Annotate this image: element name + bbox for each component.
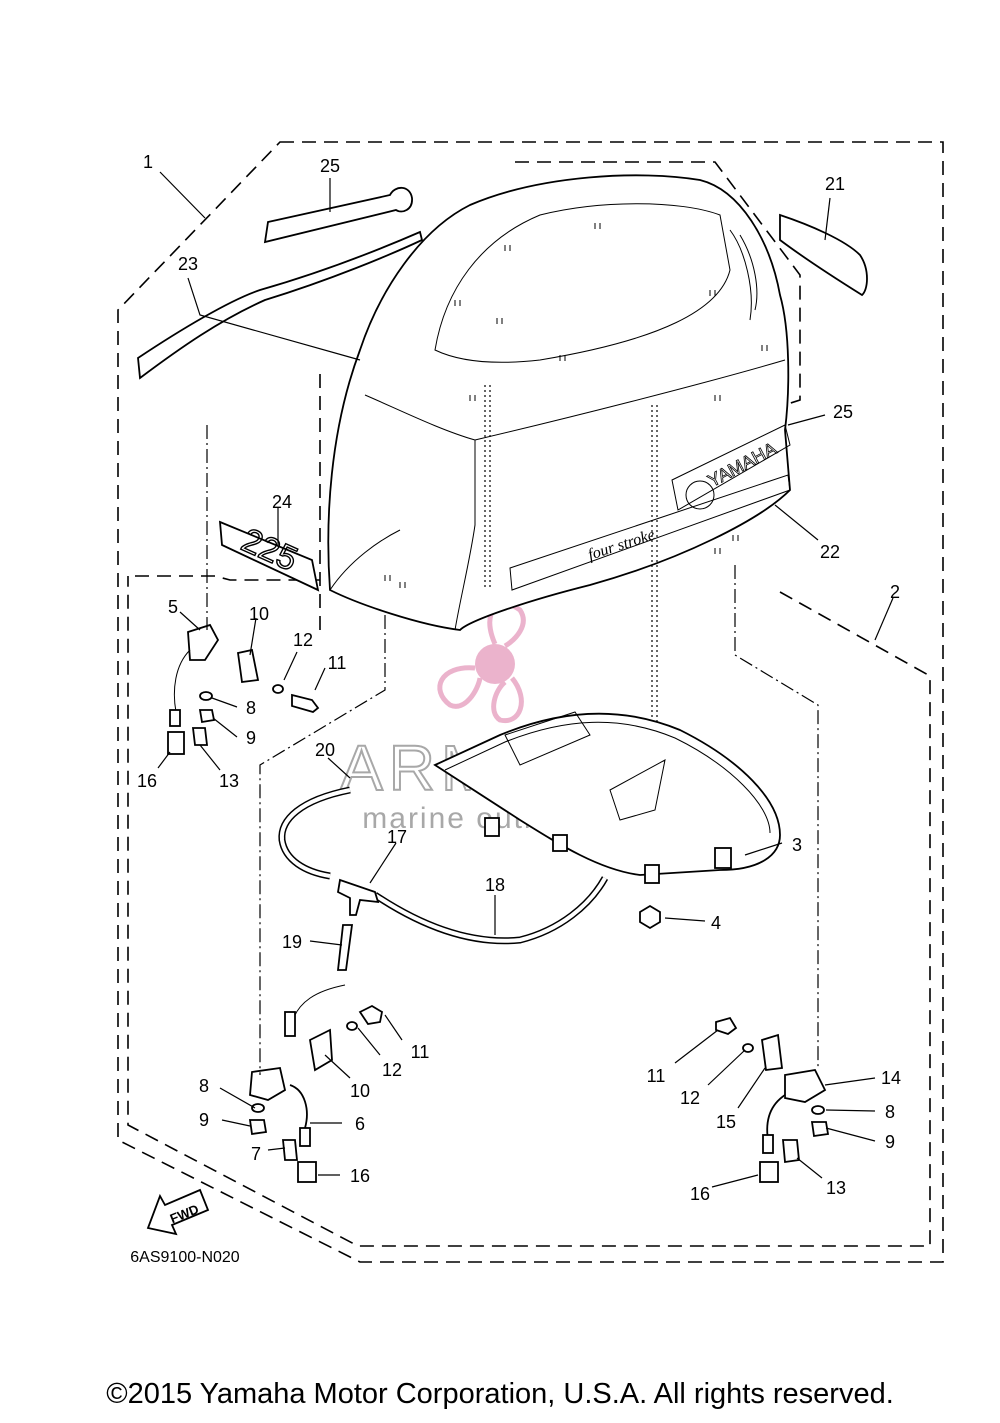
hose-20-inner (279, 788, 351, 878)
callout-8-right: 8 (885, 1102, 895, 1122)
callout-10-left: 10 (350, 1081, 370, 1101)
leader-lines (157, 171, 894, 1188)
diagram-code: 6AS9100-N020 (130, 1249, 240, 1266)
callout-10-upper: 10 (249, 604, 269, 624)
callout-15: 15 (716, 1112, 736, 1132)
callout-16-upper: 16 (137, 771, 157, 791)
bottom-seal (433, 711, 781, 884)
callout-12-left: 12 (382, 1060, 402, 1080)
callout-11-left: 11 (411, 1042, 430, 1062)
callout-4: 4 (711, 913, 721, 933)
callout-25-side: 25 (833, 402, 853, 422)
tube-19-line (289, 984, 346, 1031)
callout-23: 23 (178, 254, 198, 274)
callout-labels: 1 25 21 23 25 22 24 2 5 10 12 11 8 9 16 … (137, 152, 901, 1204)
callout-12-upper: 12 (293, 630, 313, 650)
callout-16-right: 16 (690, 1184, 710, 1204)
callout-19: 19 (282, 932, 302, 952)
callout-22: 22 (820, 542, 840, 562)
callout-13-right: 13 (826, 1178, 846, 1198)
callout-18: 18 (485, 875, 505, 895)
callout-16-left: 16 (350, 1166, 370, 1186)
callout-2: 2 (890, 582, 900, 602)
callout-3: 3 (792, 835, 802, 855)
fwd-arrow-icon: FWD (146, 1188, 210, 1236)
copyright-notice: ©2015 Yamaha Motor Corporation, U.S.A. A… (106, 1378, 894, 1410)
callout-9-left: 9 (199, 1110, 209, 1130)
callout-20: 20 (315, 740, 335, 760)
callout-8-left: 8 (199, 1076, 209, 1096)
hose-19 (336, 924, 354, 971)
callout-11-right: 11 (647, 1066, 666, 1086)
latch-assembly-lower-right (715, 1016, 830, 1183)
decal-21 (779, 213, 868, 297)
latch-assembly-lower-left (248, 1004, 384, 1183)
callout-13-upper: 13 (219, 771, 239, 791)
nut-4 (639, 904, 661, 930)
latch-assembly-upper (167, 623, 320, 755)
callout-11-upper: 11 (328, 653, 347, 673)
callout-7: 7 (251, 1144, 261, 1164)
callout-25-top: 25 (320, 156, 340, 176)
decal-23-stripe (137, 230, 424, 380)
group-1-outline (117, 141, 944, 1263)
callout-17: 17 (387, 827, 407, 847)
joint-17 (337, 878, 380, 916)
callout-9-upper: 9 (246, 728, 256, 748)
callout-12-right: 12 (680, 1088, 700, 1108)
callout-9-right: 9 (885, 1132, 895, 1152)
callout-21: 21 (825, 174, 845, 194)
decal-25-top (263, 186, 413, 244)
alignment-lines (206, 425, 819, 1075)
hose-18-inner (373, 877, 607, 943)
tube-end (284, 1011, 296, 1037)
callout-6: 6 (355, 1114, 365, 1134)
callout-14: 14 (881, 1068, 901, 1088)
callout-5: 5 (168, 597, 178, 617)
callout-8-upper: 8 (246, 698, 256, 718)
top-cowling: YAMAHA four stroke (327, 174, 791, 880)
propeller-logo-icon (437, 601, 526, 724)
group-2-outline (127, 575, 931, 1247)
callout-24: 24 (272, 492, 292, 512)
callout-1: 1 (143, 152, 153, 172)
